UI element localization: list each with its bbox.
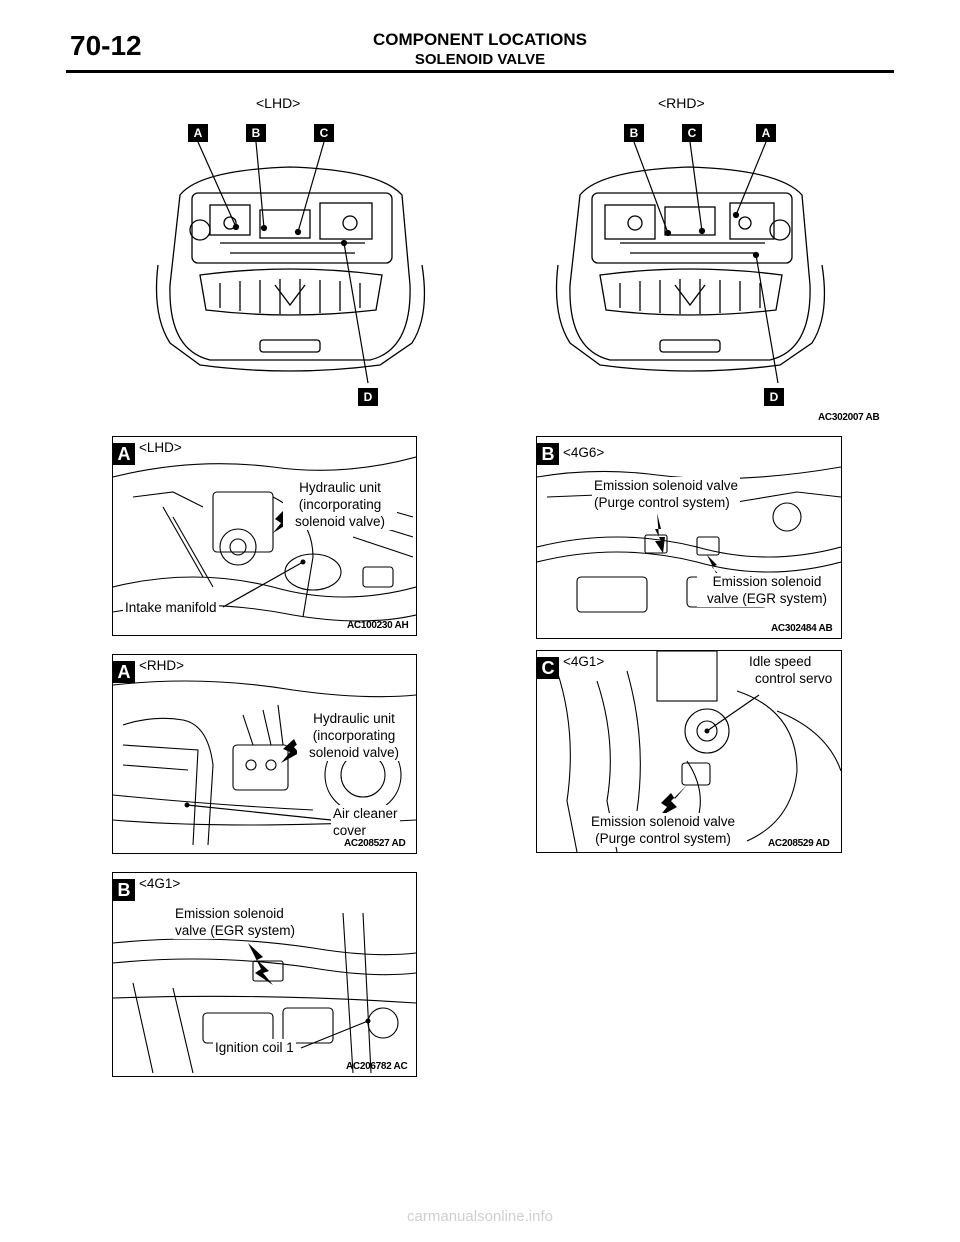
panel-a-lhd-intake-label: Intake manifold — [123, 599, 219, 616]
panel-a-rhd-variant: <RHD> — [137, 657, 187, 674]
panel-a-lhd-ref: AC100230 AH — [347, 620, 409, 631]
lhd-callout-a: A — [188, 124, 208, 142]
header-rule — [66, 70, 894, 73]
panel-c-4g1-variant: <4G1> — [561, 653, 607, 670]
lhd-callout-b: B — [246, 124, 266, 142]
panel-b-4g1-illustration — [113, 912, 416, 1074]
rhd-label: <RHD> — [658, 95, 705, 111]
panel-c-4g1-purge-label: Emission solenoid valve (Purge control s… — [581, 813, 745, 847]
panel-c-4g1-letter: C — [537, 657, 559, 679]
panel-a-rhd-air-cleaner-label: Air cleaner cover — [331, 805, 400, 839]
panel-b-4g6: B <4G6> Emission solenoid valve (Purge c… — [536, 436, 842, 639]
panel-a-lhd-variant: <LHD> — [137, 439, 184, 456]
rhd-callout-c: C — [682, 124, 702, 142]
panel-c-4g1-ref: AC208529 AD — [768, 838, 830, 849]
panel-c-4g1: C <4G1> Idle speed control servo Emissio… — [536, 650, 842, 853]
panel-c-4g1-illustration — [556, 651, 841, 852]
panel-a-lhd-hydraulic-label: Hydraulic unit (incorporating solenoid v… — [283, 479, 397, 530]
panel-b-4g1-ref: AC206782 AC — [346, 1061, 408, 1072]
section-title: COMPONENT LOCATIONS — [372, 30, 588, 49]
rhd-callout-d: D — [764, 388, 784, 406]
panel-a-rhd-ref: AC208527 AD — [344, 838, 406, 849]
rhd-callout-a: A — [756, 124, 776, 142]
lhd-callout-d: D — [358, 388, 378, 406]
panel-b-4g6-illustration — [537, 466, 841, 613]
lhd-callout-c: C — [314, 124, 334, 142]
watermark: carmanualsonline.info — [407, 1208, 553, 1225]
panel-b-4g1: B <4G1> Emission solenoid valve (EGR sys… — [112, 872, 417, 1077]
panel-a-lhd: A <LHD> Hydraulic unit (incorporating so… — [112, 436, 417, 636]
panel-b-4g1-egr-label: Emission solenoid valve (EGR system) — [173, 905, 298, 939]
page-number: 70-12 — [70, 30, 142, 61]
rhd-engine-bay-illustration — [555, 141, 826, 384]
top-figure-ref: AC302007 AB — [818, 412, 880, 423]
panel-c-4g1-idle-label: Idle speed control servo — [747, 653, 835, 687]
panel-a-lhd-letter: A — [113, 443, 135, 465]
panel-a-rhd-hydraulic-label: Hydraulic unit (incorporating solenoid v… — [297, 710, 411, 761]
panel-b-4g1-letter: B — [113, 879, 135, 901]
panel-b-4g6-variant: <4G6> — [561, 444, 607, 461]
panel-b-4g6-purge-label: Emission solenoid valve (Purge control s… — [592, 477, 741, 511]
panel-b-4g6-egr-label: Emission solenoid valve (EGR system) — [697, 573, 837, 607]
panel-b-4g6-letter: B — [537, 443, 559, 465]
lhd-label: <LHD> — [256, 95, 301, 111]
panel-b-4g1-ignition-label: Ignition coil 1 — [213, 1039, 296, 1056]
panel-a-rhd: A <RHD> Hydraulic unit (incorporating so… — [112, 654, 417, 854]
panel-b-4g1-variant: <4G1> — [137, 875, 183, 892]
panel-b-4g6-ref: AC302484 AB — [771, 623, 833, 634]
panel-a-rhd-letter: A — [113, 661, 135, 683]
rhd-callout-b: B — [624, 124, 644, 142]
section-subtitle: SOLENOID VALVE — [414, 51, 546, 68]
panel-a-lhd-illustration — [113, 456, 416, 622]
lhd-engine-bay-illustration — [155, 141, 426, 384]
